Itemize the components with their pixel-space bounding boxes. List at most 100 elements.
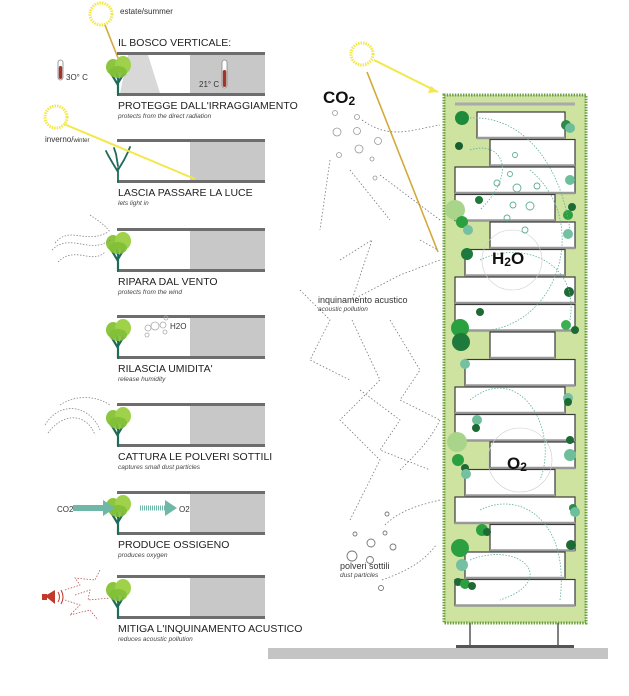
lower-slab xyxy=(117,616,265,619)
dust-sub: dust particles xyxy=(340,572,379,579)
h2o-bubbles xyxy=(493,152,541,234)
sun-winter-icon xyxy=(43,104,69,130)
balcony-tree xyxy=(566,540,576,550)
heading: IL BOSCO VERTICALE: xyxy=(118,37,231,49)
balcony-tree xyxy=(463,225,473,235)
upper-slab xyxy=(117,403,265,406)
noise-label: inquinamento acustico xyxy=(318,295,408,305)
row-subtitle: release humidity xyxy=(118,376,166,383)
dust-bubbles xyxy=(346,511,397,591)
balcony-tree xyxy=(456,559,468,571)
co2-label: CO2 xyxy=(57,505,74,514)
row-subtitle: reduces acoustic pollution xyxy=(118,636,193,643)
upper-slab xyxy=(117,228,265,231)
bare-tree-icon xyxy=(105,146,131,183)
balcony-tree xyxy=(564,449,576,461)
interior-block xyxy=(190,142,265,180)
floor-unit xyxy=(489,331,556,359)
floor-unit xyxy=(454,303,576,332)
floor-unit xyxy=(454,386,566,414)
upper-slab xyxy=(117,575,265,578)
balcony-tree xyxy=(456,216,468,228)
floor-unit xyxy=(464,551,566,579)
floor-unit xyxy=(454,193,556,222)
balcony-tree xyxy=(571,326,579,334)
upper-slab xyxy=(117,491,265,494)
interior-block xyxy=(190,494,265,532)
balcony-tree xyxy=(563,229,573,239)
balcony-tree xyxy=(566,436,574,444)
floor-unit xyxy=(464,358,576,387)
row-subtitle: protects from the direct radiation xyxy=(117,113,212,120)
balcony-tree xyxy=(564,398,572,406)
balcony-tree xyxy=(452,454,464,466)
noise-sub: acoustic pollution xyxy=(318,306,368,313)
co2-bubbles xyxy=(332,110,382,181)
thermometer-outside-icon xyxy=(57,59,64,81)
row-title: PROTEGGE DALL'IRRAGGIAMENTO xyxy=(118,100,298,112)
balcony-tree xyxy=(563,210,573,220)
interior-block xyxy=(190,55,265,93)
season-winter-label: inverno/winter xyxy=(45,135,89,144)
co2-title: CO2 xyxy=(323,88,356,108)
floor-unit xyxy=(464,468,556,497)
balcony-tree xyxy=(565,123,575,133)
ground xyxy=(268,648,608,659)
season-summer-label: estate/summer xyxy=(120,7,173,16)
interior-block xyxy=(190,231,265,269)
row-title: MITIGA L'INQUINAMENTO ACUSTICO xyxy=(118,623,302,635)
row-title: RIPARA DAL VENTO xyxy=(118,276,218,288)
balcony-tree xyxy=(460,579,470,589)
lower-slab xyxy=(117,180,265,183)
lower-slab xyxy=(117,269,265,272)
row-title: RILASCIA UMIDITA' xyxy=(118,363,213,375)
tree-icon xyxy=(104,230,133,273)
pollution-flow-lines xyxy=(299,119,441,581)
balcony-tree xyxy=(447,432,467,452)
bubbles-icon xyxy=(144,315,169,338)
balcony-tree xyxy=(461,248,473,260)
lower-slab xyxy=(117,444,265,447)
noise-lines xyxy=(64,569,111,621)
megaphone-icon xyxy=(42,589,64,605)
balcony-tree xyxy=(561,320,571,330)
dust-icon xyxy=(44,397,111,436)
sun-ray-diagonal xyxy=(366,71,439,253)
winter-ray xyxy=(63,123,196,180)
tree-icon xyxy=(104,493,133,536)
row-subtitle: produces oxygen xyxy=(117,552,168,559)
row-title: PRODUCE OSSIGENO xyxy=(118,539,229,551)
balcony-tree xyxy=(455,111,469,125)
balcony-tree xyxy=(483,528,491,536)
floor-unit xyxy=(489,523,576,552)
tower-section: H2O O2 xyxy=(442,93,588,648)
temp-inside: 21° C xyxy=(199,80,219,89)
row-subtitle: protects from the wind xyxy=(117,289,182,296)
balcony-tree xyxy=(461,469,471,479)
row-subtitle: captures small dust particles xyxy=(118,464,201,471)
balcony-tree xyxy=(475,196,483,204)
floor-unit xyxy=(489,221,576,249)
base-slab xyxy=(456,645,574,648)
dust-label: polveri sottili xyxy=(340,561,390,571)
sun-ray xyxy=(104,24,119,59)
h2o-title: H2O xyxy=(492,249,524,269)
lower-slab xyxy=(117,356,265,359)
row-title: CATTURA LE POLVERI SOTTILI xyxy=(118,451,272,463)
upper-slab xyxy=(117,52,265,55)
lower-slab xyxy=(117,532,265,535)
lower-slab xyxy=(117,93,265,96)
balcony-tree xyxy=(451,539,469,557)
tree-icon xyxy=(104,405,133,448)
tree-icon xyxy=(104,577,133,620)
floor-unit xyxy=(489,441,576,469)
floor-unit xyxy=(454,496,576,524)
row-subtitle: lets light in xyxy=(118,200,149,207)
balcony-tree xyxy=(468,582,476,590)
balcony-tree xyxy=(460,359,470,369)
sun-ray-top xyxy=(373,59,439,93)
